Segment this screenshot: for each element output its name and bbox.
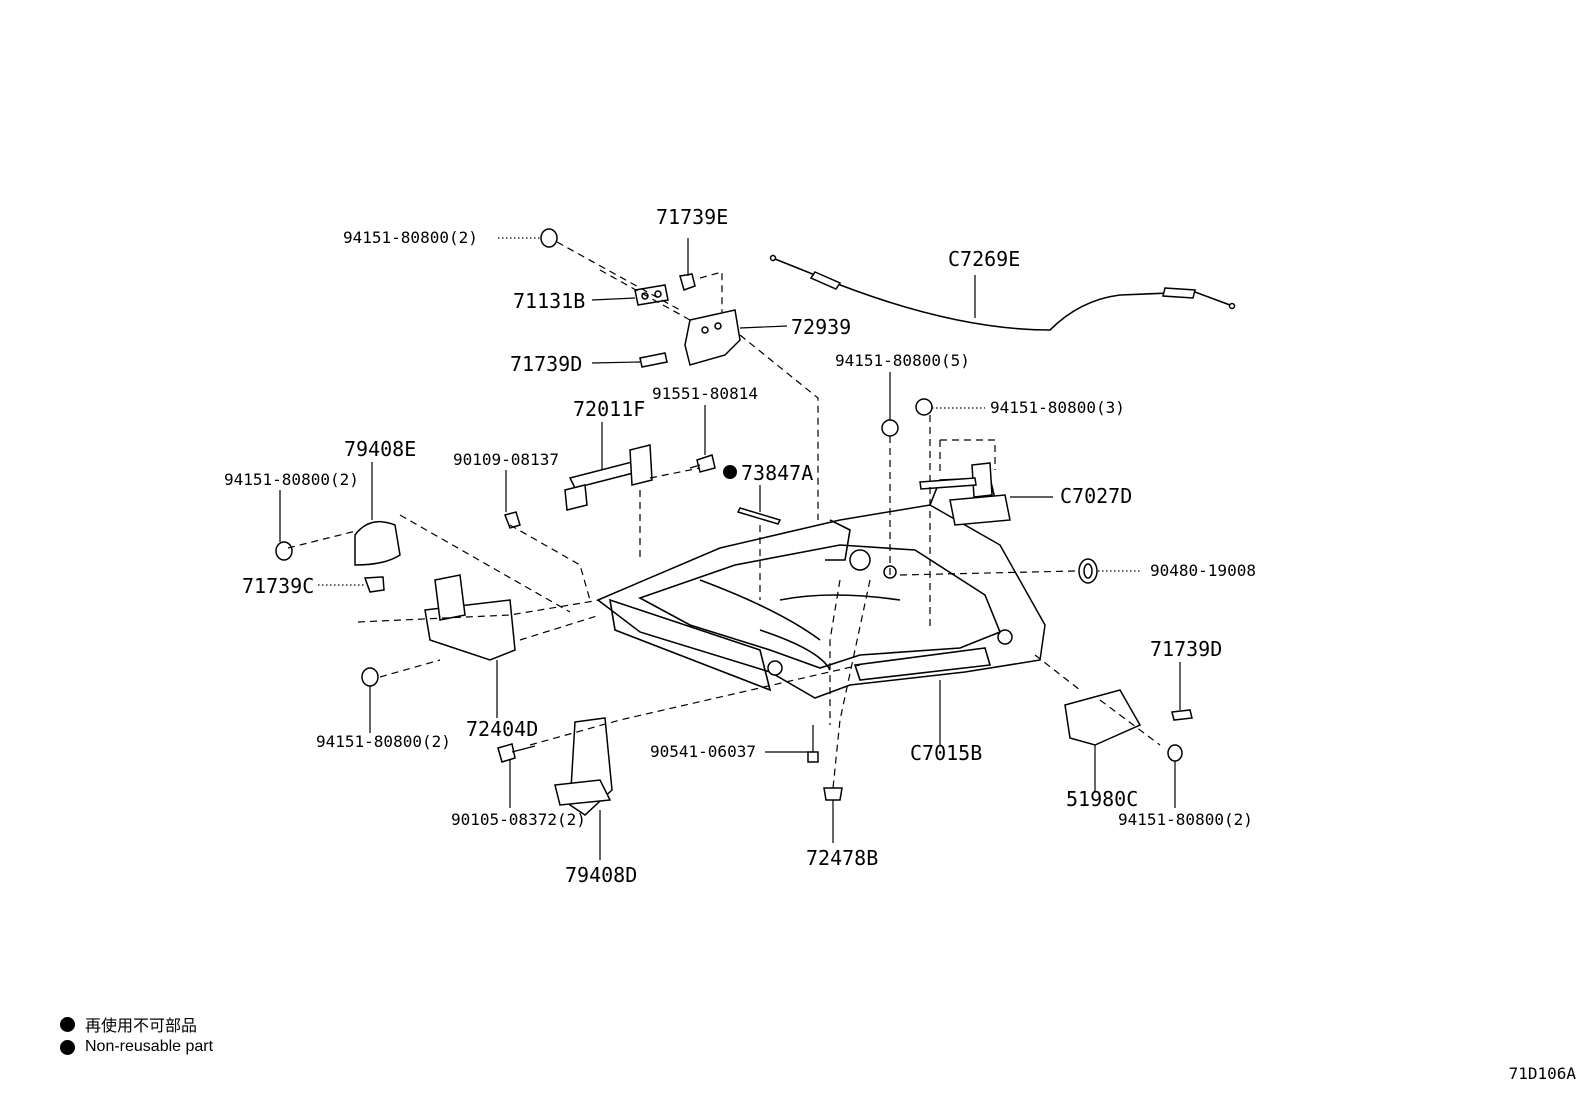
callout-72939: 72939 [791, 315, 851, 339]
callout-94151-top: 94151-80800(2) [343, 228, 478, 247]
bolt-91551 [689, 454, 716, 473]
non-reusable-dot [60, 1039, 75, 1055]
callout-c7015b: C7015B [910, 741, 982, 765]
callout-51980c: 51980C [1066, 787, 1138, 811]
grommet-72478b [823, 787, 843, 801]
callout-90105: 90105-08372(2) [451, 810, 586, 829]
callout-71131b: 71131B [513, 289, 585, 313]
clip-71739e [679, 273, 696, 291]
ring-90480 [1078, 558, 1098, 584]
callout-71739e: 71739E [656, 205, 728, 229]
plate-71131b [634, 284, 669, 306]
callout-71739d-right: 71739D [1150, 637, 1222, 661]
bolt-90109 [504, 511, 521, 529]
callout-72011f: 72011F [573, 397, 645, 421]
bracket-79408e [354, 520, 401, 566]
pad-73847a [736, 507, 782, 525]
callout-79408d: 79408D [565, 863, 637, 887]
bracket-51980c [1064, 689, 1142, 746]
callout-73847a: 73847A [741, 461, 813, 485]
nut-94151-3 [915, 398, 933, 416]
callout-94151-br: 94151-80800(2) [1118, 810, 1253, 829]
callout-71739c: 71739C [242, 574, 314, 598]
legend-text-ja: 再使用不可部品 [85, 1018, 198, 1035]
callout-labels: 94151-80800(2) 71739E 71131B 72939 71739… [224, 205, 1256, 887]
callout-94151-bl: 94151-80800(2) [316, 732, 451, 751]
clip-71739d-top [639, 352, 668, 368]
callout-94151-3: 94151-80800(3) [990, 398, 1125, 417]
bracket-72404d [424, 574, 516, 661]
callout-72404d: 72404D [466, 717, 538, 741]
bracket-79408d [554, 717, 613, 816]
callout-90541: 90541-06037 [650, 742, 756, 761]
callout-c7027d: C7027D [1060, 484, 1132, 508]
nut-94151-br [1167, 744, 1183, 762]
frame-c7015b [596, 477, 1046, 699]
insulator-c7027d [919, 462, 1011, 526]
cable-c7269e [769, 254, 1236, 331]
callout-94151-left: 94151-80800(2) [224, 470, 359, 489]
callout-71739d-top: 71739D [510, 352, 582, 376]
nut-94151-bl [361, 667, 379, 687]
non-reusable-dot [60, 1016, 75, 1032]
callout-90480: 90480-19008 [1150, 561, 1256, 580]
assembly-lines [287, 241, 1161, 789]
legend-item-ja: 再使用不可部品 [60, 1012, 197, 1036]
callout-94151-5: 94151-80800(5) [835, 351, 970, 370]
diagram-code: 71D106A [1508, 1064, 1576, 1083]
leader-lines [279, 237, 1181, 860]
nut-94151-left [275, 541, 293, 561]
callout-72478b: 72478B [806, 846, 878, 870]
nut-94151-5 [881, 419, 899, 437]
bracket-72939 [684, 309, 741, 366]
callout-91551: 91551-80814 [652, 384, 758, 403]
non-reusable-mark [723, 465, 737, 479]
callout-90109: 90109-08137 [453, 450, 559, 469]
clip-71739c [363, 576, 385, 593]
bracket-72011f [564, 444, 653, 511]
legend-item-en: Non-reusable part [60, 1038, 213, 1056]
legend-text-en: Non-reusable part [85, 1038, 214, 1055]
callout-79408e: 79408E [344, 437, 416, 461]
bolt-90105 [497, 743, 536, 763]
nut-94151-top [540, 228, 558, 248]
clip-71739d-right [1171, 709, 1193, 721]
callout-c7269e: C7269E [948, 247, 1020, 271]
bolt-90541 [807, 725, 819, 763]
